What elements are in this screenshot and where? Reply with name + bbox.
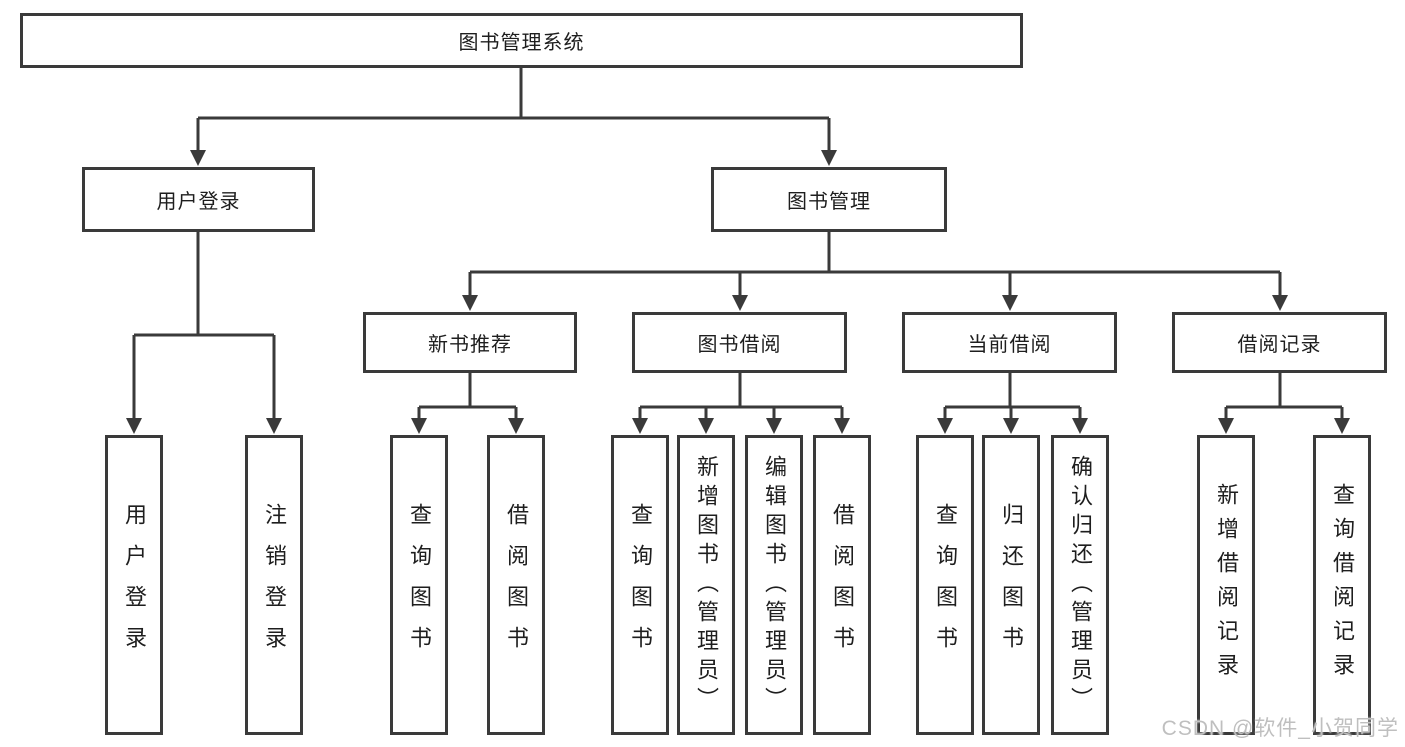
node-label: 借阅记录 bbox=[1237, 334, 1322, 356]
leaf-label: 查询图书 bbox=[628, 503, 653, 667]
leaf-borrow-books: 借阅图书 bbox=[487, 435, 545, 735]
node-library-management-system: 图书管理系统 bbox=[20, 13, 1023, 68]
connector-user-login-to-leaves bbox=[132, 232, 276, 420]
connector-current-to-leaves bbox=[943, 373, 1082, 420]
connector-book-mgmt-to-level3 bbox=[468, 232, 1282, 297]
leaf-label: 归还图书 bbox=[999, 503, 1024, 667]
arrowheads bbox=[126, 150, 1350, 434]
leaf-label: 新增借阅记录 bbox=[1214, 483, 1239, 687]
leaf-label: 确认归还（管理员） bbox=[1068, 454, 1093, 716]
leaf-label: 借阅图书 bbox=[504, 503, 529, 667]
leaf-add-borrow-record: 新增借阅记录 bbox=[1197, 435, 1255, 735]
leaf-borrow-books: 借阅图书 bbox=[813, 435, 871, 735]
leaf-search-books: 查询图书 bbox=[611, 435, 669, 735]
node-current-borrowing: 当前借阅 bbox=[902, 312, 1117, 373]
leaf-label: 借阅图书 bbox=[830, 503, 855, 667]
leaf-return-books: 归还图书 bbox=[982, 435, 1040, 735]
leaf-edit-books-admin: 编辑图书（管理员） bbox=[745, 435, 803, 735]
leaf-label: 查询图书 bbox=[407, 503, 432, 667]
leaf-label: 编辑图书（管理员） bbox=[762, 454, 787, 716]
leaf-label: 新增图书（管理员） bbox=[694, 454, 719, 716]
leaf-confirm-return-admin: 确认归还（管理员） bbox=[1051, 435, 1109, 735]
leaf-search-borrow-record: 查询借阅记录 bbox=[1313, 435, 1371, 735]
node-user-login: 用户登录 bbox=[82, 167, 315, 232]
leaf-user-login: 用户登录 bbox=[105, 435, 163, 735]
node-book-management: 图书管理 bbox=[711, 167, 947, 232]
node-label: 图书借阅 bbox=[697, 334, 782, 356]
node-label: 新书推荐 bbox=[428, 334, 512, 356]
node-new-book-recommendation: 新书推荐 bbox=[363, 312, 577, 373]
node-borrowing-records: 借阅记录 bbox=[1172, 312, 1387, 373]
leaf-search-books: 查询图书 bbox=[390, 435, 448, 735]
connector-root-to-level2 bbox=[196, 68, 831, 152]
node-label: 用户登录 bbox=[156, 191, 241, 213]
connector-new-book-to-leaves bbox=[417, 373, 518, 420]
connector-borrow-to-leaves bbox=[638, 373, 844, 420]
node-label: 当前借阅 bbox=[967, 334, 1052, 356]
leaf-label: 查询图书 bbox=[933, 503, 958, 667]
node-label: 图书管理系统 bbox=[458, 32, 585, 54]
leaf-label: 注销登录 bbox=[262, 503, 287, 667]
leaf-label: 查询借阅记录 bbox=[1330, 483, 1355, 687]
connector-records-to-leaves bbox=[1224, 373, 1344, 420]
node-label: 图书管理 bbox=[787, 191, 871, 213]
leaf-label: 用户登录 bbox=[122, 503, 147, 667]
leaf-search-books: 查询图书 bbox=[916, 435, 974, 735]
node-book-borrowing: 图书借阅 bbox=[632, 312, 847, 373]
leaf-add-books-admin: 新增图书（管理员） bbox=[677, 435, 735, 735]
leaf-logout: 注销登录 bbox=[245, 435, 303, 735]
